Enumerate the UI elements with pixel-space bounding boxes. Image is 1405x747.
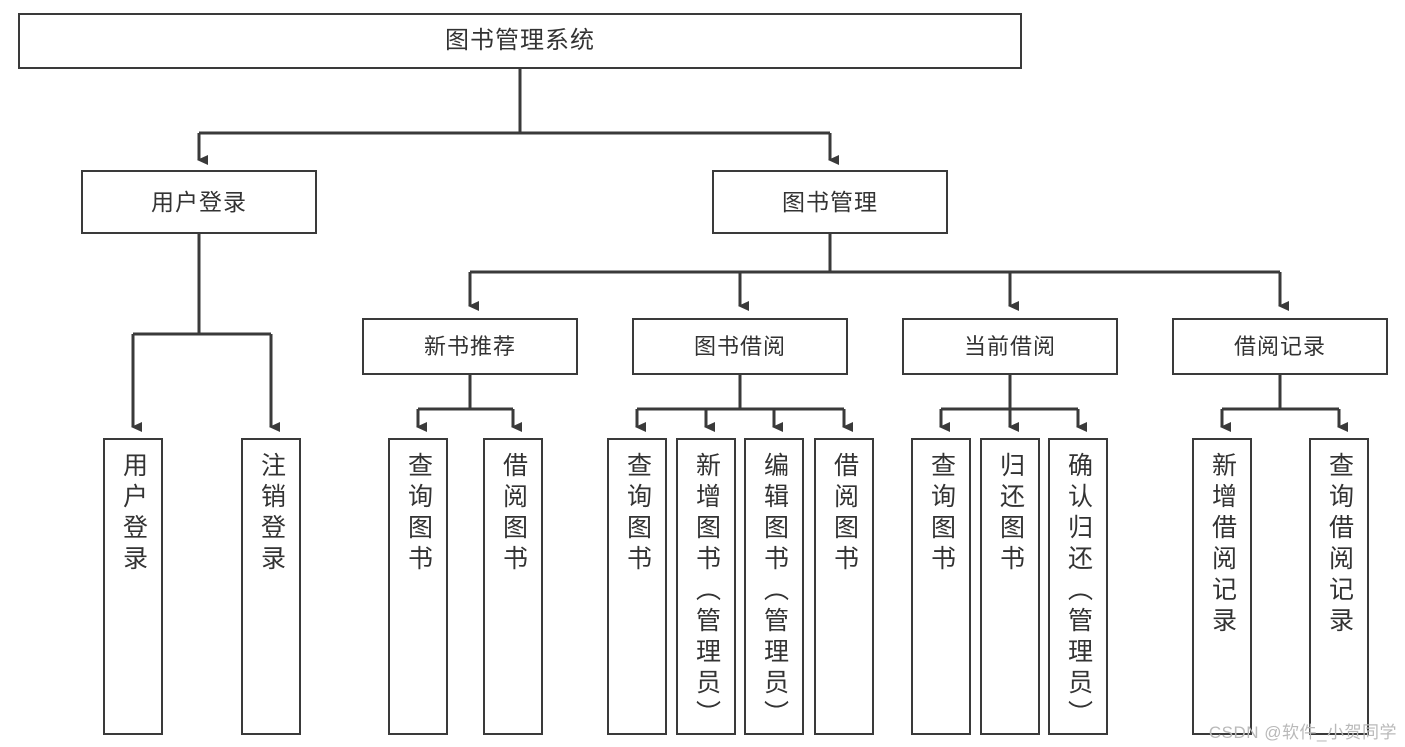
leaf-borrow-add-book-admin[interactable]: 新增图书（管理员） [676,438,736,735]
node-label: 新增图书（管理员） [692,452,721,731]
leaf-new-book-borrow[interactable]: 借阅图书 [483,438,543,735]
node-label: 确认归还（管理员） [1064,452,1093,731]
node-label: 注销登录 [257,452,286,576]
node-label: 用户登录 [151,188,247,215]
node-new-book-recommend[interactable]: 新书推荐 [362,318,578,375]
node-label: 图书借阅 [693,333,786,359]
leaf-records-add-record[interactable]: 新增借阅记录 [1192,438,1252,735]
node-label: 查询图书 [623,452,652,576]
leaf-records-query-record[interactable]: 查询借阅记录 [1309,438,1369,735]
node-root-system[interactable]: 图书管理系统 [18,13,1022,69]
node-label: 新增借阅记录 [1208,452,1237,638]
leaf-borrow-edit-book-admin[interactable]: 编辑图书（管理员） [744,438,804,735]
node-current-borrow[interactable]: 当前借阅 [902,318,1118,375]
node-label: 归还图书 [996,452,1025,576]
node-user-login[interactable]: 用户登录 [81,170,317,234]
leaf-new-book-query[interactable]: 查询图书 [388,438,448,735]
node-label: 借阅图书 [499,452,528,576]
node-label: 图书管理系统 [445,27,595,55]
leaf-borrow-borrow-book[interactable]: 借阅图书 [814,438,874,735]
leaf-current-query-book[interactable]: 查询图书 [911,438,971,735]
node-label: 图书管理 [782,188,878,215]
node-label: 查询借阅记录 [1325,452,1354,638]
node-label: 借阅图书 [830,452,859,576]
leaf-user-login-logout[interactable]: 注销登录 [241,438,301,735]
node-book-borrow[interactable]: 图书借阅 [632,318,848,375]
node-label: 编辑图书（管理员） [760,452,789,731]
node-label: 借阅记录 [1233,333,1326,359]
node-label: 新书推荐 [423,333,516,359]
node-label: 当前借阅 [963,333,1056,359]
leaf-current-return-book[interactable]: 归还图书 [980,438,1040,735]
node-label: 查询图书 [404,452,433,576]
leaf-user-login-login[interactable]: 用户登录 [103,438,163,735]
node-label: 查询图书 [927,452,956,576]
leaf-borrow-query-book[interactable]: 查询图书 [607,438,667,735]
node-book-management[interactable]: 图书管理 [712,170,948,234]
leaf-current-confirm-return-admin[interactable]: 确认归还（管理员） [1048,438,1108,735]
node-borrow-records[interactable]: 借阅记录 [1172,318,1388,375]
node-label: 用户登录 [119,452,148,576]
